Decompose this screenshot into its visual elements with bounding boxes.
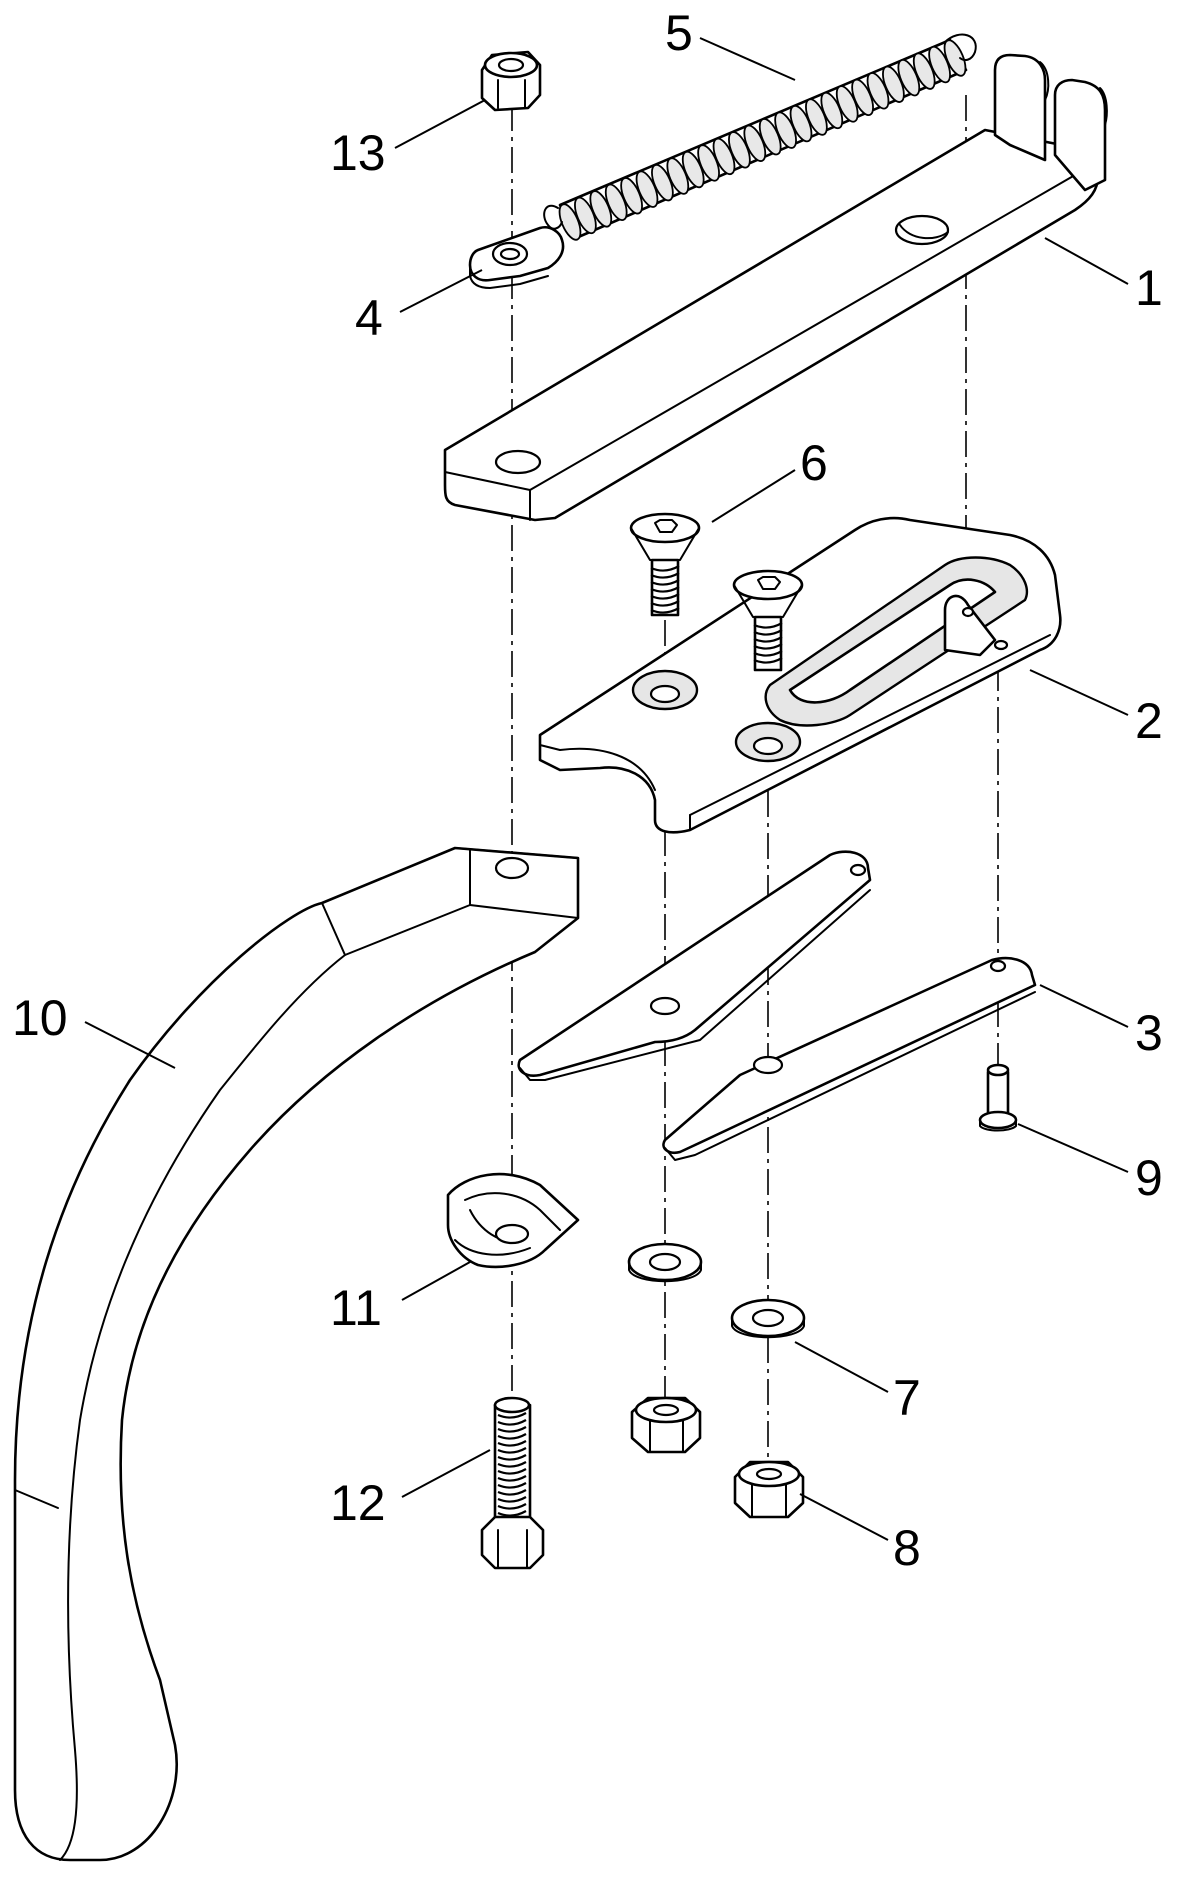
callout-8: 8 (893, 1520, 921, 1576)
thread-line (497, 1496, 527, 1503)
thread-line (497, 1412, 527, 1419)
thread-line (650, 579, 680, 586)
part-11-clamp-saddle (446, 1172, 580, 1269)
callout-labels: 1 2 3 4 5 6 7 8 9 10 11 12 13 (12, 5, 1163, 1576)
thread-lines (753, 622, 783, 664)
part-10-curved-tine (13, 846, 580, 1862)
part-8-lock-nut-left (630, 1396, 702, 1454)
thread-line (497, 1468, 527, 1475)
thread-line (753, 650, 783, 657)
thread-line (650, 593, 680, 600)
callout-6: 6 (800, 435, 828, 491)
callout-1: 1 (1135, 260, 1163, 316)
callout-13: 13 (330, 125, 386, 181)
thread-line (497, 1454, 527, 1461)
thread-lines (497, 1412, 527, 1517)
callout-3: 3 (1135, 1005, 1163, 1061)
part-12-hex-bolt (480, 1396, 545, 1570)
thread-line (753, 622, 783, 629)
callout-9: 9 (1135, 1150, 1163, 1206)
callout-10: 10 (12, 990, 68, 1046)
part-13-lock-nut-top (480, 50, 542, 112)
thread-line (650, 586, 680, 593)
thread-line (497, 1489, 527, 1496)
part-4-spring-eye-tab (468, 226, 565, 289)
part-5-tension-spring (543, 33, 977, 241)
part-7-washer-right (730, 1298, 806, 1339)
thread-line (497, 1433, 527, 1440)
part-7-washer-left (627, 1242, 703, 1283)
part-6-countersunk-screw-left (629, 512, 701, 617)
callout-11: 11 (330, 1280, 382, 1336)
thread-line (753, 629, 783, 636)
thread-line (497, 1482, 527, 1489)
thread-line (497, 1503, 527, 1510)
thread-lines (650, 565, 680, 614)
callout-4: 4 (355, 290, 383, 346)
callout-12: 12 (330, 1475, 386, 1531)
callout-5: 5 (665, 5, 693, 61)
thread-line (650, 607, 680, 614)
callout-leaders (84, 37, 1129, 1541)
part-9-rivet (978, 1063, 1018, 1132)
part-8-lock-nut-right (733, 1460, 805, 1519)
part-6-countersunk-screw-right (732, 569, 804, 672)
thread-line (650, 600, 680, 607)
thread-line (650, 565, 680, 572)
part-3-blade-rear (517, 850, 872, 1081)
thread-line (753, 643, 783, 650)
callout-7: 7 (893, 1370, 921, 1426)
thread-line (497, 1419, 527, 1426)
thread-line (497, 1461, 527, 1468)
thread-line (753, 657, 783, 664)
part-3-blade-front (662, 956, 1037, 1161)
part-1-bracket-plate (443, 53, 1108, 522)
thread-line (753, 636, 783, 643)
thread-line (650, 572, 680, 579)
thread-line (497, 1447, 527, 1454)
thread-line (497, 1510, 527, 1517)
callout-2: 2 (1135, 693, 1163, 749)
thread-line (497, 1440, 527, 1447)
thread-line (497, 1475, 527, 1482)
part-2-mounting-plate (538, 516, 1062, 834)
thread-line (497, 1426, 527, 1433)
